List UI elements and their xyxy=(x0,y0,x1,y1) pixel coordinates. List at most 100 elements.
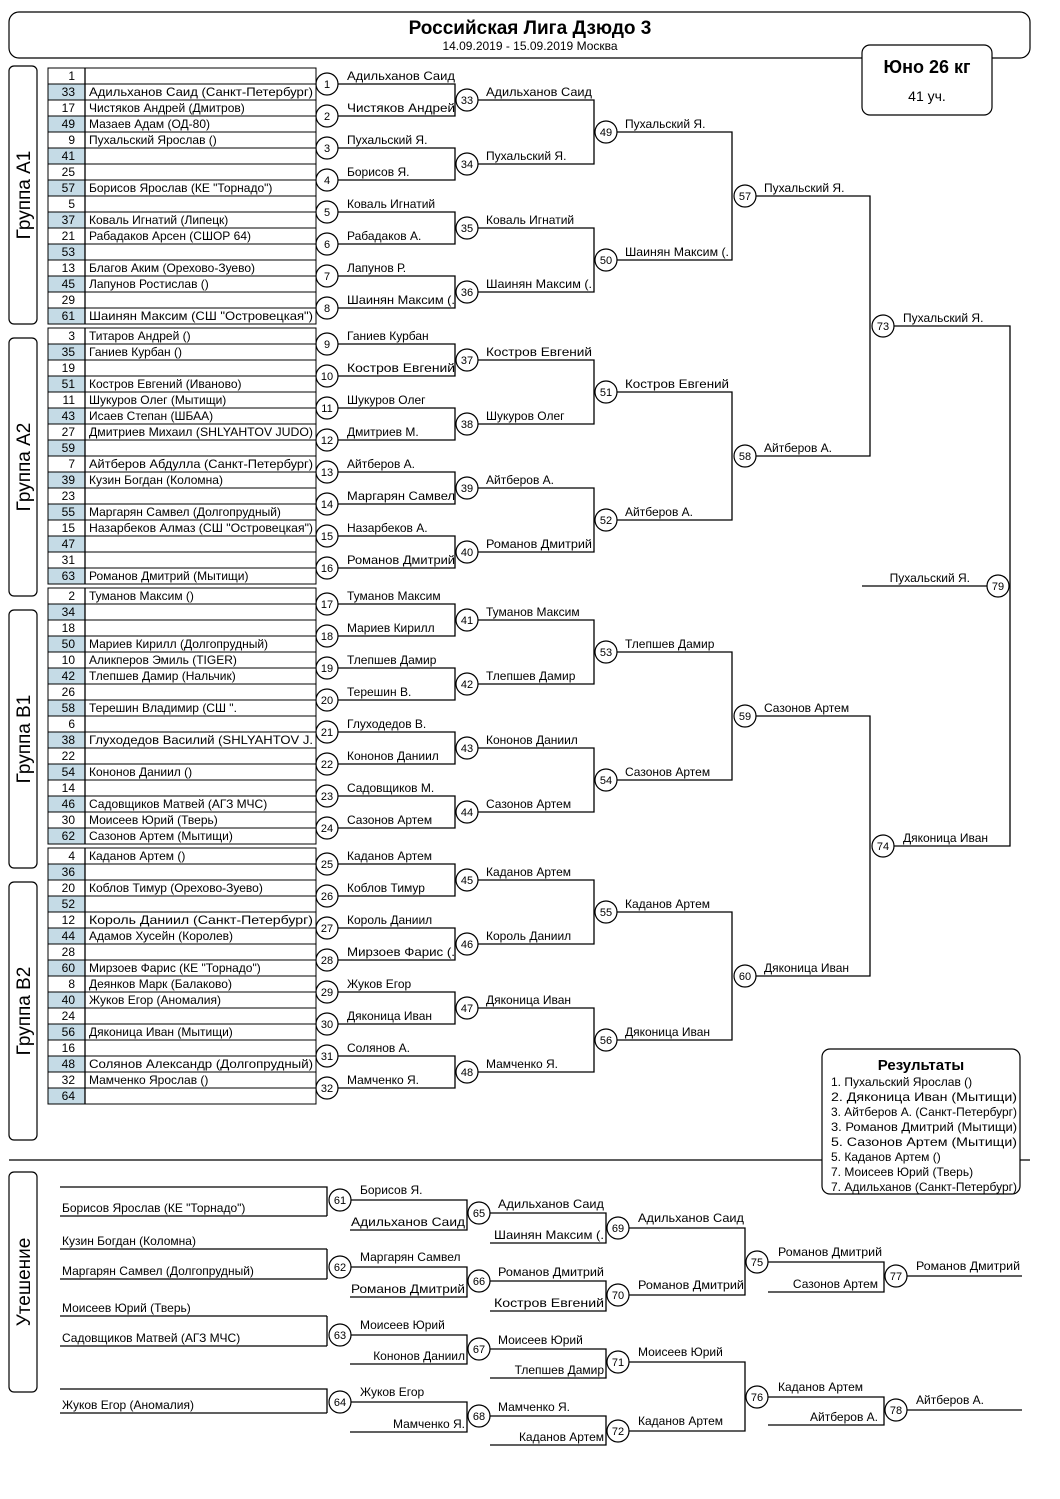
seed-shade xyxy=(48,504,85,520)
seed-row xyxy=(47,603,317,621)
match-circle-number: 47 xyxy=(461,1003,473,1015)
seed-shade xyxy=(48,568,85,584)
winner-name: Маргарян Самвел xyxy=(347,489,455,503)
seed-row xyxy=(47,567,317,585)
match-circle xyxy=(594,508,618,532)
match-circle-number: 46 xyxy=(461,939,473,951)
seed-shade xyxy=(48,960,85,976)
match-circle-number: 14 xyxy=(321,499,333,511)
winner-name: Туманов Максим xyxy=(347,589,441,603)
seed-number: 54 xyxy=(62,765,76,779)
match-circle xyxy=(315,396,339,420)
seed-number: 49 xyxy=(62,117,76,131)
group-label-box xyxy=(8,65,38,325)
bracket-line xyxy=(478,359,595,425)
consolation-circle-number: 61 xyxy=(334,1195,346,1207)
seed-number: 33 xyxy=(62,85,76,99)
match-circle-number: 54 xyxy=(600,775,612,787)
seed-row xyxy=(47,535,317,553)
consolation-circle-number: 71 xyxy=(612,1357,624,1369)
match-circle-number: 31 xyxy=(321,1051,333,1063)
match-circle-number: 73 xyxy=(877,321,889,333)
match-circle-number: 13 xyxy=(321,467,333,479)
winner-name: Адильханов Саид xyxy=(486,85,592,99)
group-label: Группа А1 xyxy=(14,151,35,240)
bracket-line xyxy=(60,1388,328,1413)
seed-name: Исаев Степан (ШБАА) xyxy=(89,409,213,423)
match-circle-number: 60 xyxy=(739,971,751,983)
bracket-line xyxy=(338,667,456,701)
seed-name: Чистяков Андрей (Дмитров) xyxy=(89,101,245,115)
bracket-line xyxy=(756,715,871,977)
consolation-entry: Моисеев Юрий (Тверь) xyxy=(62,1301,191,1315)
match-circle-number: 6 xyxy=(324,239,330,251)
match-circle-number: 26 xyxy=(321,891,333,903)
seed-number: 50 xyxy=(62,637,76,651)
seed-row xyxy=(47,895,317,913)
bracket-line xyxy=(617,651,733,781)
match-circle-number: 58 xyxy=(739,451,751,463)
match-circle xyxy=(315,948,339,972)
seed-shade xyxy=(48,84,85,100)
consolation-circle-number: 69 xyxy=(612,1223,624,1235)
seed-number: 63 xyxy=(62,569,76,583)
bracket-line xyxy=(478,879,595,945)
seed-number: 58 xyxy=(62,701,76,715)
match-circle xyxy=(315,1076,339,1100)
winner-name: Романов Дмитрий xyxy=(347,553,455,567)
match-circle-number: 53 xyxy=(600,647,612,659)
winner-name: Айтберов А. xyxy=(347,457,415,471)
seed-shade xyxy=(48,796,85,812)
seed-shade xyxy=(48,536,85,552)
seed-number: 31 xyxy=(62,553,76,567)
seed-number: 27 xyxy=(62,425,76,439)
seed-name: Благов Аким (Орехово-Зуево) xyxy=(89,261,255,275)
winner-name: Тлепшев Дамир xyxy=(625,637,715,651)
bracket-line xyxy=(338,343,456,377)
bracket-line xyxy=(350,1199,468,1231)
winner-name: Дяконица Иван xyxy=(347,1009,432,1023)
seed-shade xyxy=(48,408,85,424)
winner-name: Пухальский Я. xyxy=(347,133,427,147)
match-circle xyxy=(455,932,479,956)
seed-name: Дмитриев Михаил (SHLYAHTOV JUDO) xyxy=(89,425,313,439)
bracket-line xyxy=(478,747,595,813)
winner-name: Сазонов Артем xyxy=(486,797,571,811)
match-circle-number: 33 xyxy=(461,95,473,107)
match-circle xyxy=(455,476,479,500)
winner-name: Коблов Тимур xyxy=(347,881,425,895)
seed-row xyxy=(47,551,317,569)
seed-number: 42 xyxy=(62,669,76,683)
winner-name: Романов Дмитрий xyxy=(486,537,592,551)
winner-name: Садовщиков М. xyxy=(347,781,434,795)
winner-name: Айтберов А. xyxy=(625,505,693,519)
seed-number: 28 xyxy=(62,945,76,959)
seed-name: Шукуров Олег (Мытищи) xyxy=(89,393,226,407)
result-item: 1. Пухальский Ярослав () xyxy=(831,1075,972,1089)
seed-name: Коваль Игнатий (Липецк) xyxy=(89,213,228,227)
consolation-winner: Романов Дмитрий xyxy=(778,1245,882,1259)
match-circle-number: 34 xyxy=(461,159,473,171)
final-circle-number: 79 xyxy=(992,581,1004,593)
consolation-opponent: Сазонов Артем xyxy=(793,1277,878,1291)
seed-number: 46 xyxy=(62,797,76,811)
match-circle xyxy=(455,736,479,760)
consolation-winner: Маргарян Самвел xyxy=(360,1250,461,1264)
winner-name: Король Даниил xyxy=(347,913,432,927)
match-circle-number: 55 xyxy=(600,907,612,919)
seed-row xyxy=(47,439,317,457)
match-circle xyxy=(315,364,339,388)
seed-row xyxy=(47,683,317,701)
consolation-opponent: Тлепшев Дамир xyxy=(515,1363,605,1377)
match-circle xyxy=(315,884,339,908)
seed-number: 26 xyxy=(62,685,76,699)
participants-count: 41 уч. xyxy=(908,88,946,104)
match-circle xyxy=(315,492,339,516)
bracket-line xyxy=(338,863,456,897)
seed-number: 23 xyxy=(62,489,76,503)
match-circle-number: 37 xyxy=(461,355,473,367)
match-circle xyxy=(594,640,618,664)
match-circle-number: 18 xyxy=(321,631,333,643)
match-circle-number: 15 xyxy=(321,531,333,543)
seed-number: 10 xyxy=(62,653,76,667)
